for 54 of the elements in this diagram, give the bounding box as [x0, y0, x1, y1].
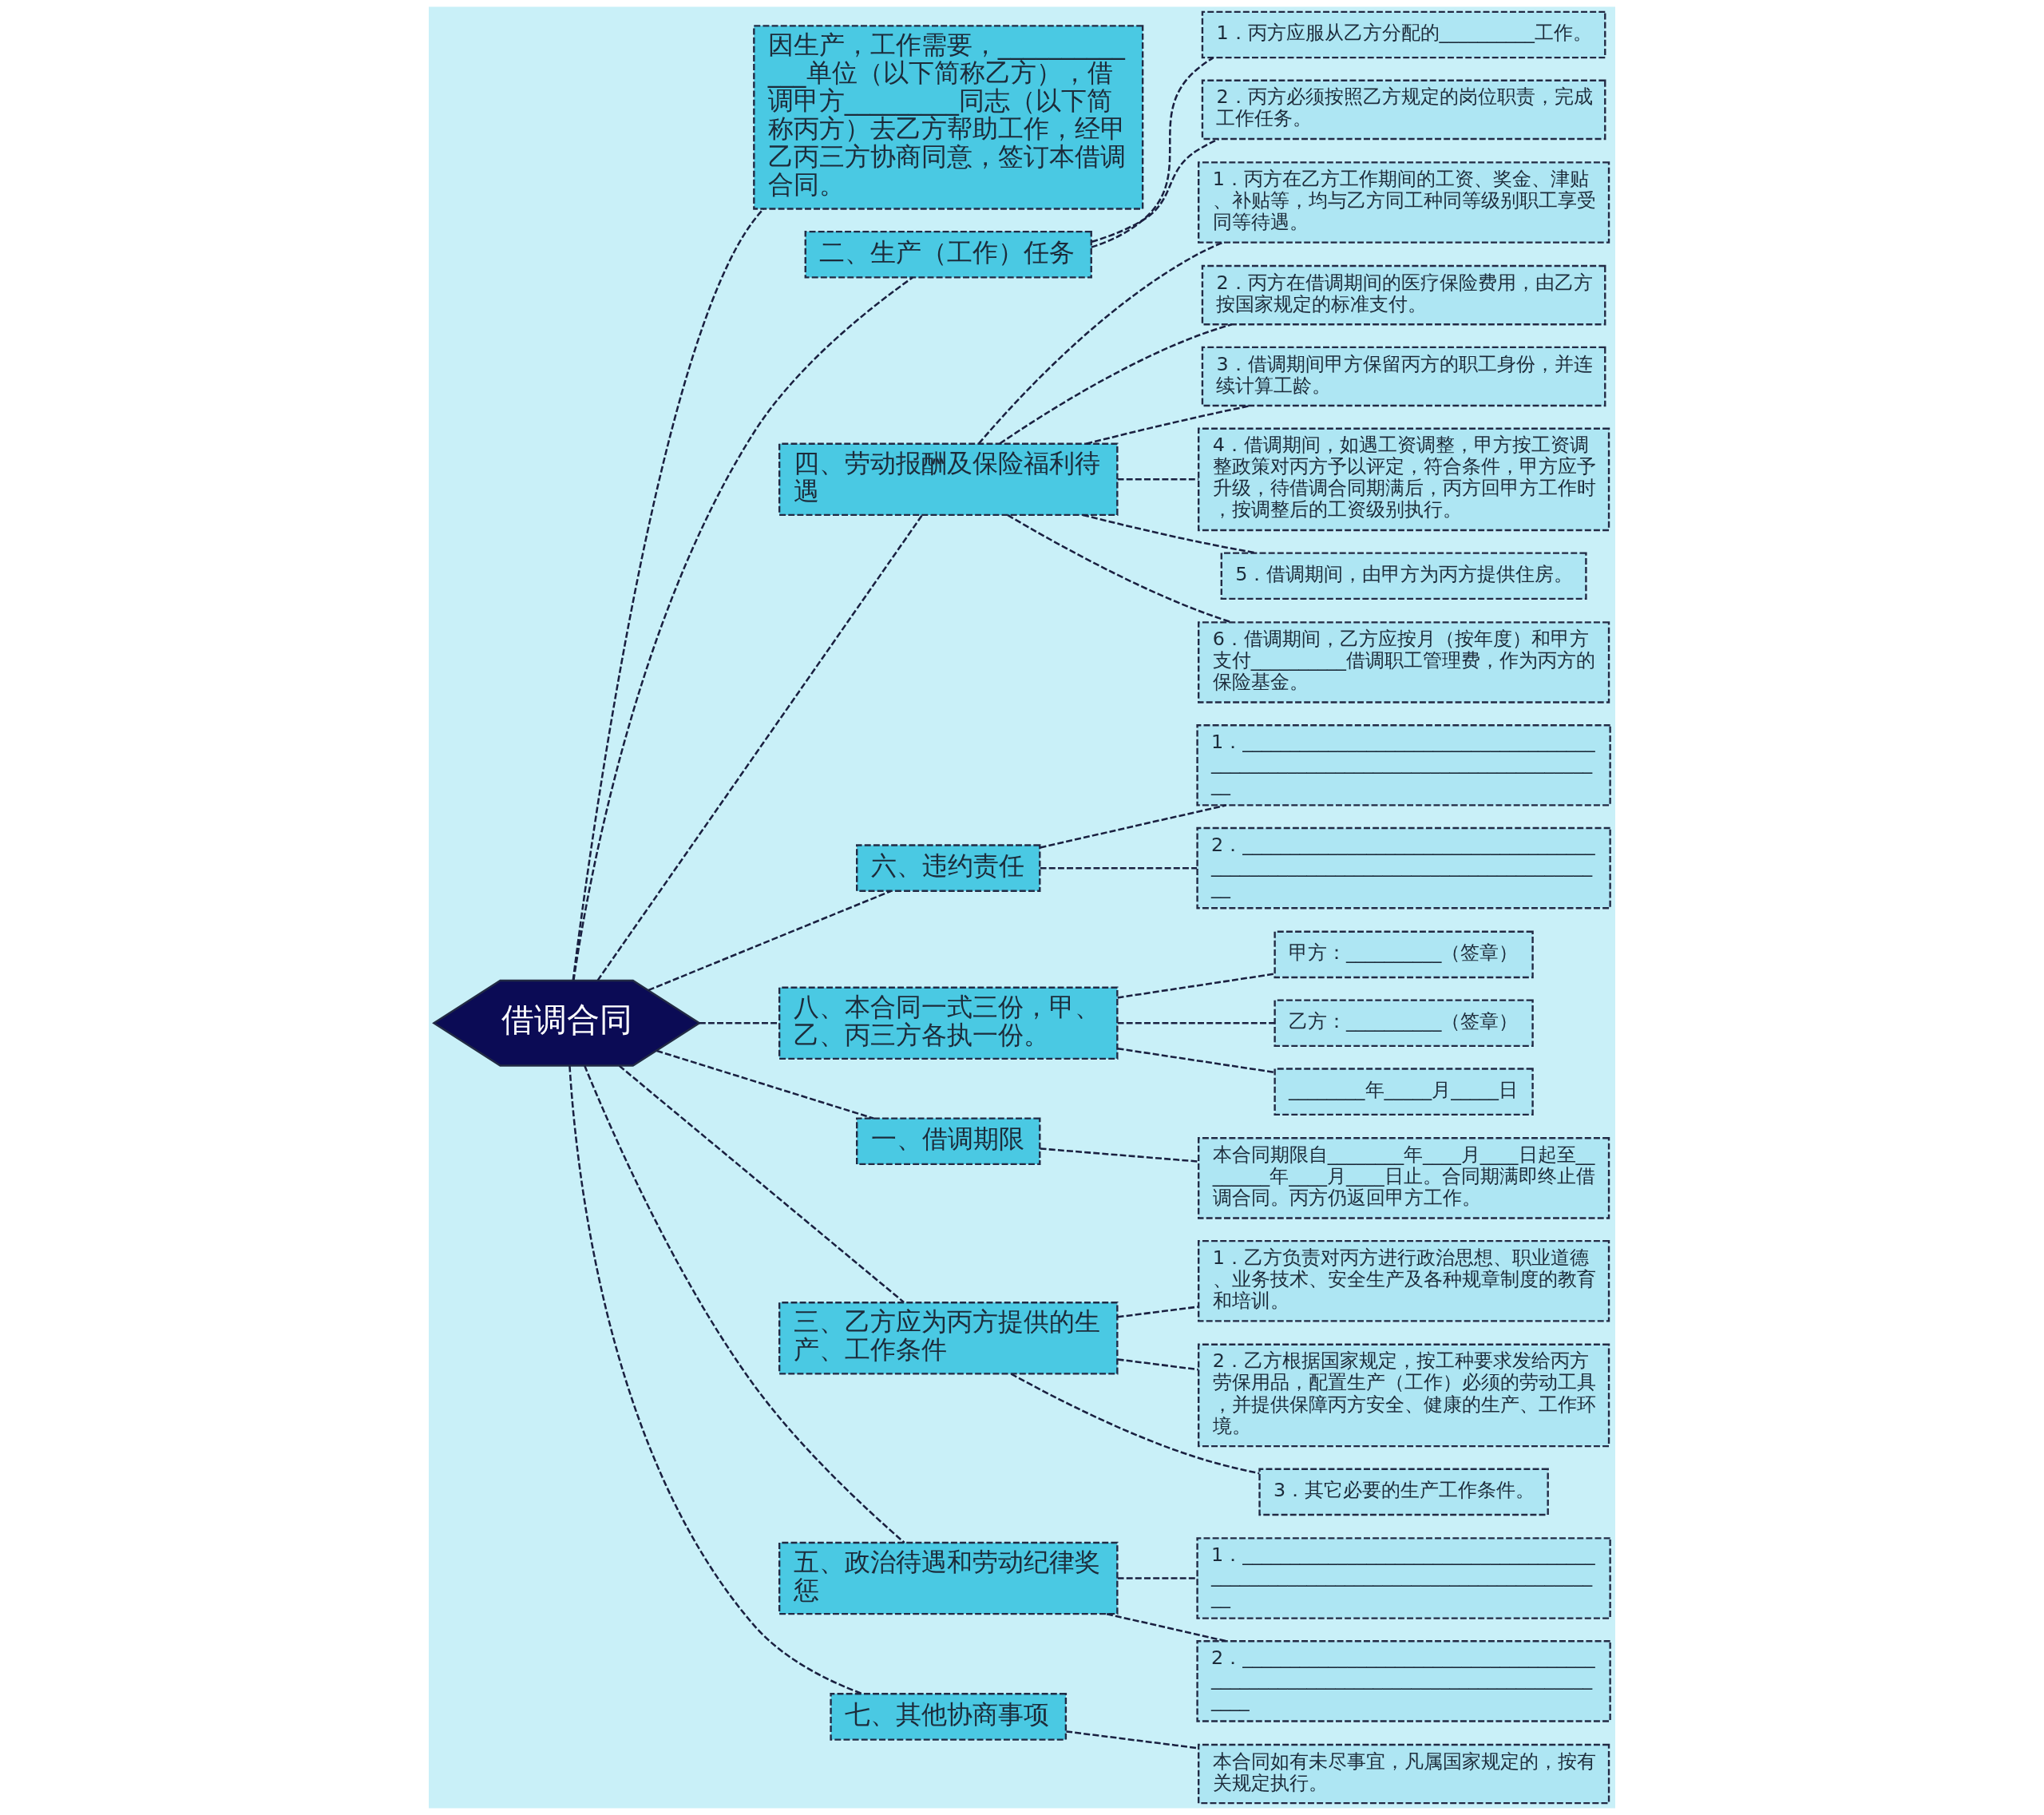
node-box: 本合同期限自________年____月____日起至________年____月____日止。合同期满即终止借调合同。丙方仍返回甲方工作。 — [1197, 1137, 1610, 1219]
node-box: 三、乙方应为丙方提供的生产、工作条件 — [778, 1302, 1119, 1375]
node-box: 一、借调期限 — [856, 1117, 1041, 1166]
connector — [1106, 1613, 1227, 1643]
node-box: 甲方：__________（签章） — [1274, 930, 1534, 979]
node-box: 五、政治待遇和劳动纪律奖惩 — [778, 1541, 1119, 1615]
connector — [1091, 137, 1219, 243]
connector — [648, 890, 892, 992]
connector — [1117, 1022, 1275, 1024]
node-box: 七、其他协商事项 — [830, 1693, 1068, 1741]
node-box: 1．丙方应服从乙方分配的__________工作。 — [1201, 10, 1606, 59]
node-box: 因生产，工作需要，_____________单位（以下简称乙方），借调甲方_________同志（以下简称丙方）去乙方帮助工作，经甲乙丙三方协商同意，签订本借调合同。 — [753, 25, 1144, 210]
node-box: 3．借调期间甲方保留丙方的职工身份，并连续计算工龄。 — [1201, 346, 1606, 407]
connector — [568, 1065, 863, 1695]
node-box: 乙方：__________（签章） — [1274, 999, 1534, 1048]
connector — [1117, 478, 1198, 481]
node-box: 二、生产（工作）任务 — [804, 230, 1092, 279]
connector — [1117, 973, 1275, 999]
node-box: 6．借调期间，乙方应按月（按年度）和甲方支付__________借调职工管理费，作为丙方的保险基金。 — [1197, 621, 1610, 703]
connector — [1091, 57, 1214, 248]
node-box: 六、违约责任 — [856, 844, 1041, 892]
node-box: 1．乙方负责对丙方进行政治思想、职业道德、业务技术、安全生产及各种规章制度的教育和培训。 — [1197, 1239, 1610, 1322]
connector — [1117, 1577, 1198, 1579]
node-box: 2．丙方必须按照乙方规定的岗位职责，完成工作任务。 — [1201, 79, 1606, 141]
connector — [1117, 1358, 1199, 1371]
connector — [572, 208, 765, 981]
connector — [1010, 1373, 1260, 1475]
connector — [572, 276, 913, 981]
connector — [1040, 1147, 1198, 1163]
node-box: 3．其它必要的生产工作条件。 — [1258, 1468, 1549, 1516]
connector — [618, 1064, 905, 1303]
connector — [1040, 866, 1198, 870]
node-box: 4．借调期间，如遇工资调整，甲方按工资调整政策对丙方予以评定，符合条件，甲方应予升级，待借调合同期满后，丙方回甲方工作时，按调整后的工资级别执行。 — [1197, 427, 1610, 532]
connector — [1040, 804, 1226, 849]
connector — [1117, 1306, 1199, 1318]
node-box: 1．_______________________________________________________________________________ — [1196, 1537, 1611, 1619]
connector — [656, 1049, 874, 1120]
node-box: 1．丙方在乙方工作期间的工资、奖金、津贴、补贴等，均与乙方同工种同等级别职工享受同等待遇。 — [1197, 161, 1610, 244]
node-box: 5．借调期间，由甲方为丙方提供住房。 — [1220, 552, 1587, 600]
connector — [978, 241, 1223, 445]
node-box: 2．乙方根据国家规定，按工种要求发给丙方劳保用品，配置生产（工作）必须的劳动工具，并提供保障丙方安全、健康的生产、工作环境。 — [1197, 1343, 1610, 1448]
node-box: 2．_________________________________________________________________________________ — [1196, 1640, 1611, 1722]
node-box: 本合同如有未尽事宜，凡属国家规定的，按有关规定执行。 — [1197, 1743, 1610, 1805]
connector — [1086, 404, 1251, 445]
connector — [1082, 513, 1257, 554]
node-box: 1．_______________________________________________________________________________ — [1196, 724, 1611, 806]
node-box: ________年_____月_____日 — [1274, 1068, 1534, 1116]
connector — [1117, 1047, 1275, 1074]
node-box: 2．_______________________________________________________________________________ — [1196, 826, 1611, 909]
node-box: 八、本合同一式三份，甲、乙、丙三方各执一份。 — [778, 986, 1119, 1060]
node-box: 2．丙方在借调期间的医疗保险费用，由乙方按国家规定的标准支付。 — [1201, 264, 1606, 326]
connector — [596, 514, 924, 981]
connector — [584, 1065, 905, 1544]
node-box: 四、劳动报酬及保险福利待遇 — [778, 442, 1119, 517]
